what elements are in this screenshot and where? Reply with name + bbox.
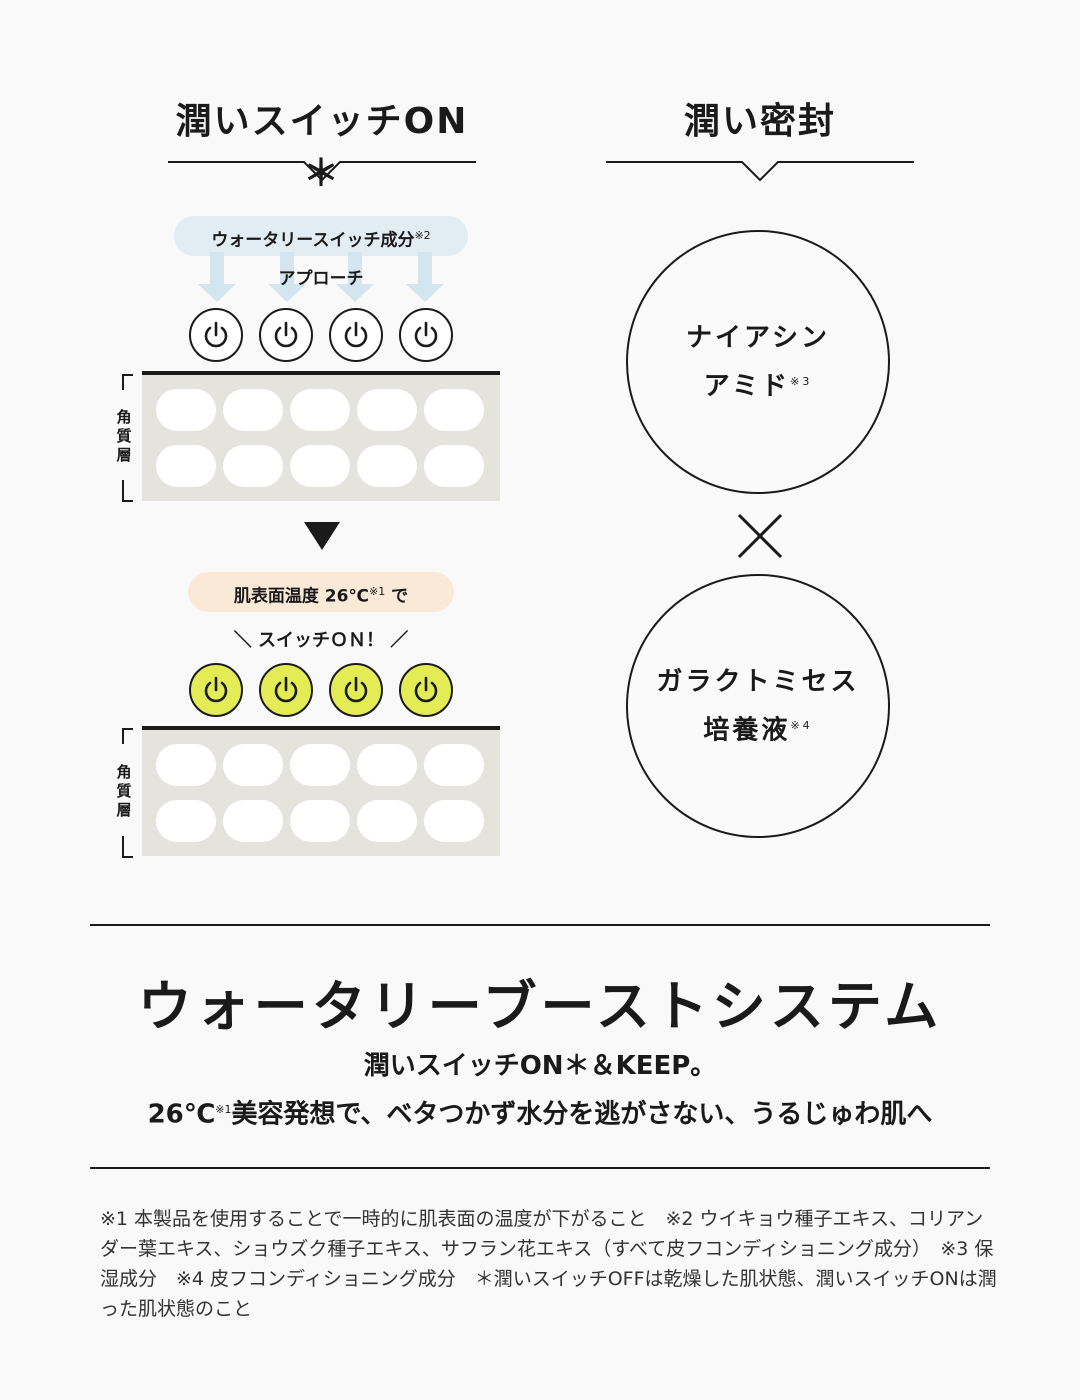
galactomyces-line1: ガラクトミセス: [656, 666, 860, 697]
temperature-pill-suffix: で: [385, 586, 409, 607]
tagline: 潤いスイッチON＊＆KEEP。 26℃※1美容発想で、ベタつかず水分を逃がさない…: [40, 1044, 1040, 1137]
stratum-corneum-label: 角質層: [116, 408, 132, 464]
system-title: ウォータリーブーストシステム: [137, 975, 943, 1038]
power-on-icon: [399, 663, 453, 717]
section-divider-top: [90, 924, 990, 926]
skin-layer-on: [142, 726, 500, 856]
temperature-pill-note: ※1: [369, 585, 386, 598]
left-title-divider: [168, 161, 476, 182]
approach-pill-note: ※2: [414, 229, 431, 242]
temperature-pill: 肌表面温度 26℃※1 で: [188, 572, 454, 612]
power-on-icon: [259, 663, 313, 717]
bracket-top: [122, 728, 133, 744]
tagline-line2-pre: 26℃: [147, 1099, 216, 1130]
power-icon: [189, 308, 243, 362]
arrow-down-icon: [198, 252, 236, 302]
cross-icon: [737, 513, 783, 559]
approach-pill-text: ウォータリースイッチ成分: [211, 230, 415, 251]
tagline-note: ※1: [215, 1103, 232, 1116]
temperature-pill-text: 肌表面温度 26℃: [233, 586, 370, 607]
niacinamide-note: ※3: [790, 374, 813, 388]
power-on-icon: [189, 663, 243, 717]
moisture-seal-title: 潤い密封: [683, 101, 836, 142]
switch-on-title: 潤いスイッチON＊: [175, 101, 469, 194]
niacinamide-circle: ナイアシン アミド※3: [626, 230, 890, 494]
arrow-down-icon: [268, 252, 306, 302]
section-divider-bottom: [90, 1167, 990, 1169]
approach-pill: ウォータリースイッチ成分※2: [174, 216, 468, 256]
bracket-bottom: [122, 836, 133, 858]
skin-layer-off: [142, 371, 500, 501]
power-icon: [259, 308, 313, 362]
galactomyces-line2: 培養液: [703, 715, 791, 746]
approach-label: アプローチ: [278, 269, 364, 289]
bracket-top: [122, 374, 133, 390]
triangle-down-icon: [304, 522, 340, 550]
power-icon: [329, 308, 383, 362]
approach-arrows: [198, 252, 444, 302]
stratum-corneum-label: 角質層: [116, 763, 132, 819]
arrow-down-icon: [406, 252, 444, 302]
tagline-line2-post: 美容発想で、ベタつかず水分を逃がさない、うるじゅわ肌へ: [231, 1099, 933, 1130]
power-on-icon: [329, 663, 383, 717]
galactomyces-note: ※4: [790, 718, 813, 732]
switch-on-label: ＼ スイッチＯＮ！ ／: [233, 630, 409, 651]
tagline-line1: 潤いスイッチON＊＆KEEP。: [363, 1051, 717, 1081]
footnotes: ※1 本製品を使用することで一時的に肌表面の温度が下がること ※2 ウイキョウ種…: [100, 1208, 997, 1320]
arrow-down-icon: [336, 252, 374, 302]
niacinamide-line1: ナイアシン: [686, 322, 830, 353]
right-title-divider: [606, 161, 914, 182]
galactomyces-circle: ガラクトミセス 培養液※4: [626, 574, 890, 838]
niacinamide-line2: アミド: [703, 371, 791, 402]
bracket-bottom: [122, 480, 133, 502]
power-icon: [399, 308, 453, 362]
